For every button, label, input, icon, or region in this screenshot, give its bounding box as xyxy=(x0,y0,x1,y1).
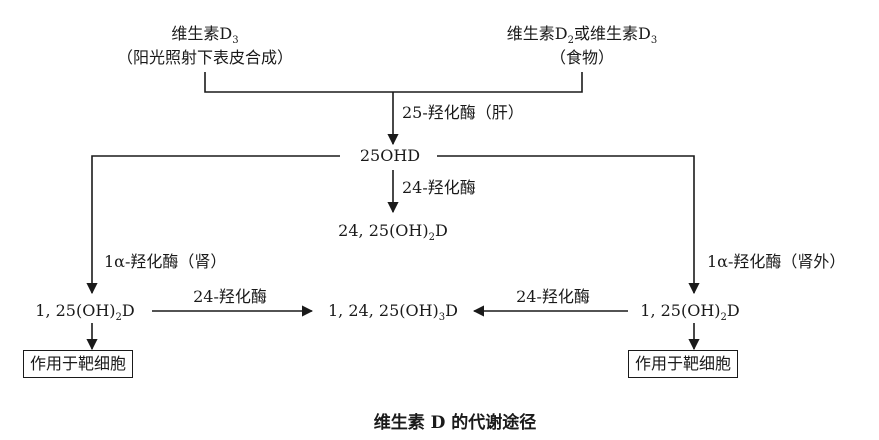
metabolite-1-24-25-oh3d: 1, 24, 25(OH)3D xyxy=(328,301,458,323)
metabolite-24-25-oh2d: 24, 25(OH)2D xyxy=(338,221,448,243)
enzyme-liver-label: 25-羟化酶（肝） xyxy=(402,103,524,122)
enzyme-24-right-label: 24-羟化酶 xyxy=(516,287,590,306)
enzyme-kidney-label: 1α-羟化酶（肾） xyxy=(104,252,227,271)
source-skin-note: （阳光照射下表皮合成） xyxy=(116,48,294,67)
target-cells-box-right: 作用于靶细胞 xyxy=(628,350,739,378)
enzyme-24-center-label: 24-羟化酶 xyxy=(402,178,476,197)
source-food-label: 维生素D2或维生素D3 xyxy=(506,24,658,46)
target-cells-box-left: 作用于靶细胞 xyxy=(23,350,134,378)
source-skin-label: 维生素D3 xyxy=(171,24,239,46)
enzyme-extrarenal-label: 1α-羟化酶（肾外） xyxy=(707,252,846,271)
source-merge-line xyxy=(204,72,583,93)
diagram-caption: 维生素 D 的代谢途径 xyxy=(373,413,537,433)
metabolite-25ohd: 25OHD xyxy=(359,146,421,165)
source-food-note: （食物） xyxy=(549,48,615,67)
arrow-to-active-right xyxy=(437,155,700,295)
metabolite-active-left: 1, 25(OH)2D xyxy=(35,301,135,323)
enzyme-24-left-label: 24-羟化酶 xyxy=(193,287,267,306)
arrow-to-active-left xyxy=(86,155,340,295)
metabolite-active-right: 1, 25(OH)2D xyxy=(640,301,740,323)
